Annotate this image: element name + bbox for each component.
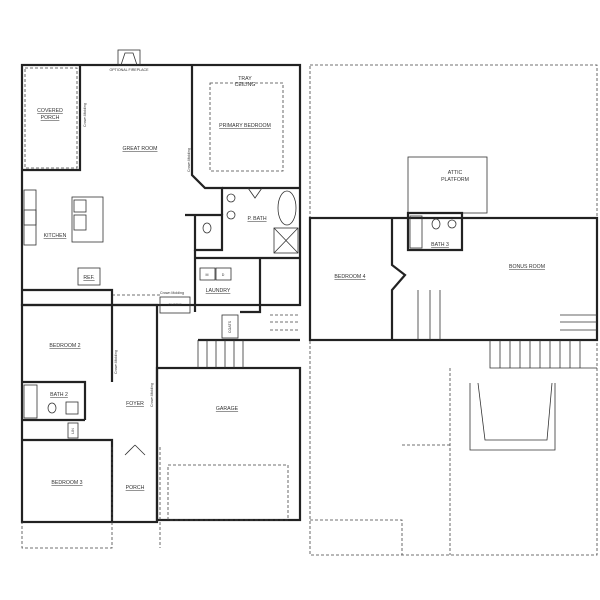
washer-label: M [206,273,209,277]
range-icon [23,209,37,226]
second-floor-plan [308,64,599,556]
garage-label: GARAGE [216,406,239,412]
fireplace [117,49,141,66]
counter [23,189,37,246]
cubbie [159,296,191,314]
bathtub-2 [23,384,38,419]
cubbie-label: CUBBIE [168,303,182,307]
coats-label: COATS [228,320,232,333]
toilet-icon [202,222,212,234]
primary-bedroom-label: PRIMARY BEDROOM [219,123,271,129]
coats-closet [221,314,239,339]
upper-floor-wall [308,216,599,342]
tub-icon [277,190,297,226]
toilet-icon [431,218,441,230]
sink-icon [226,210,236,220]
kitchen-sink [73,214,87,231]
crown-molding-note: Crown Molding [160,291,184,295]
covered-porch [24,67,78,169]
crown-molding-note: Crown Molding [114,350,118,374]
stairs [197,314,300,368]
fireplace-label: OPTIONAL FIREPLACE [109,68,149,72]
linen-closet [67,422,79,439]
bath-2-label: BATH 2 [50,392,68,398]
tray-ceiling [209,82,284,172]
crown-molding-note: Crown Molding [83,103,87,127]
p-bath-label: P. BATH [247,216,266,222]
covered-porch-label-2: PORCH [41,115,60,121]
washer [199,267,216,281]
attic-label: ATTIC [448,170,463,176]
tray-label: TRAY [238,76,252,82]
bedroom-4-label: BEDROOM 4 [334,274,365,280]
platform-label: PLATFORM [441,177,469,183]
lin-label: LIN [71,428,75,434]
refrigerator [77,267,101,286]
attic-platform [407,156,488,214]
dryer [215,267,232,281]
dryer-label: D [222,273,225,277]
great-room-label: GREAT ROOM [123,146,158,152]
foyer-label: FOYER [126,401,144,407]
ceiling-label: CEILING [235,82,256,88]
crown-molding-note: Crown Molding [187,148,191,172]
ref-label: REF. [83,275,94,281]
garage-wall [155,366,302,522]
first-floor-plan [20,49,302,549]
bonus-room-label: BONUS ROOM [509,264,545,270]
porch-label: PORCH [126,485,145,491]
garage-door [167,464,289,521]
bathtub-3 [409,215,423,249]
sink-icon [447,219,457,229]
kitchen-island [71,196,104,243]
dishwasher [73,199,87,213]
kitchen-label: KITCHEN [44,233,67,239]
crown-molding-note: Crown Molding [150,383,154,407]
bedroom-2-label: BEDROOM 2 [49,343,80,349]
upper-outer-wall [20,63,302,307]
bath-3-label: BATH 3 [431,242,449,248]
sink-icon [65,401,79,415]
toilet-icon [47,402,57,414]
covered-porch-label: COVERED [37,108,63,114]
laundry-label: LAUNDRY [206,288,231,294]
sink-icon [226,193,236,203]
shower [273,227,299,254]
bedroom-3-label: BEDROOM 3 [51,480,82,486]
